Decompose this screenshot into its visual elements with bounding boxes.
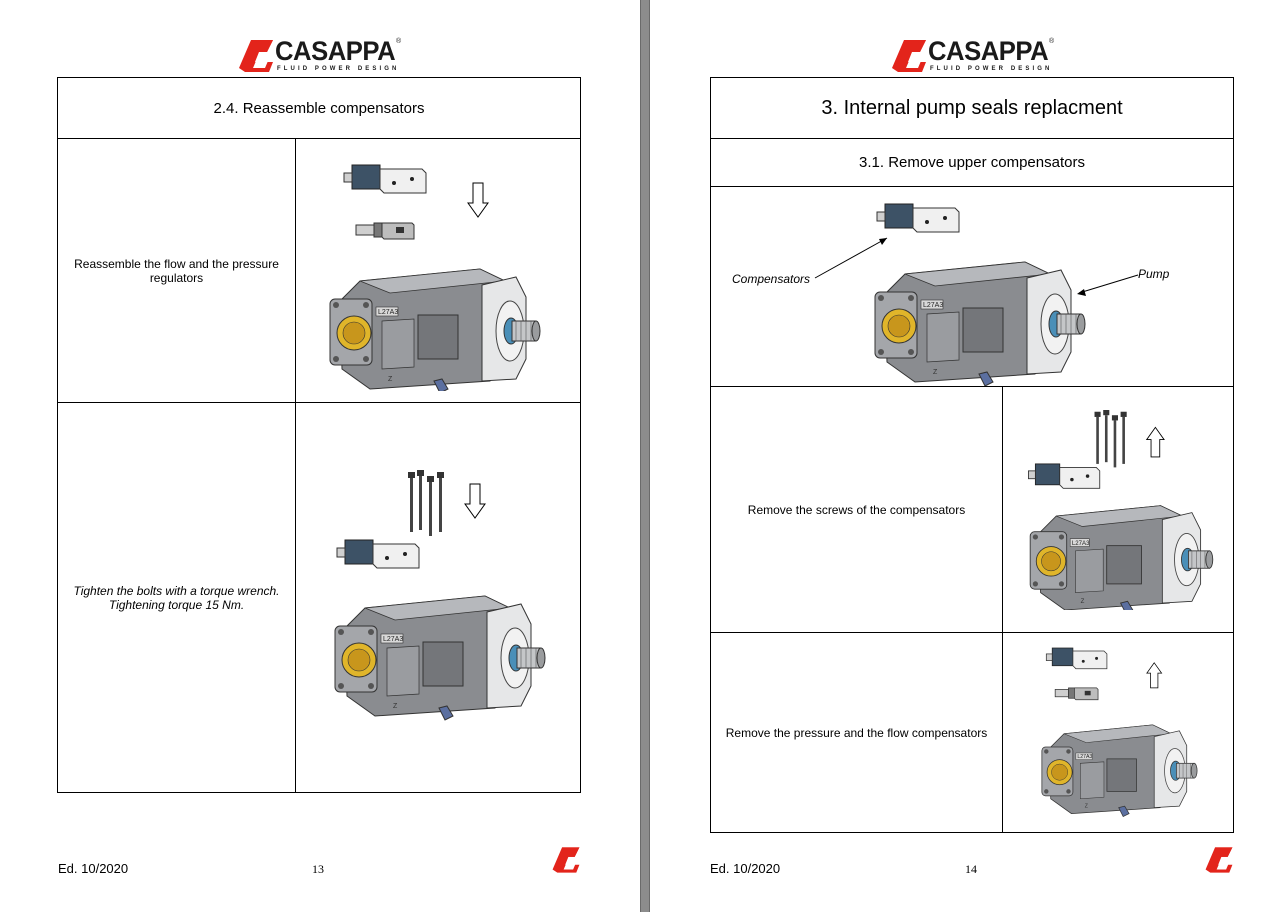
overview-cell: Compensators Pump bbox=[710, 186, 1234, 387]
pump-label: Pump bbox=[1138, 266, 1170, 281]
compensators-label: Compensators bbox=[732, 271, 811, 286]
section-title: 2.4. Reassemble compensators bbox=[57, 77, 581, 139]
casappa-logo: CASAPPA ® FLUID POWER DESIGN bbox=[237, 36, 407, 76]
step-description: Reassemble the flow and the pressure reg… bbox=[57, 138, 296, 403]
step-image bbox=[1002, 386, 1234, 633]
step-description: Tighten the bolts with a torque wrench. … bbox=[57, 402, 296, 793]
page-divider bbox=[640, 0, 650, 912]
footer-edition: Ed. 10/2020 bbox=[710, 861, 781, 876]
pump-bolts-tightening-image bbox=[334, 469, 546, 720]
step-description: Remove the screws of the compensators bbox=[710, 386, 1003, 633]
instruction-table: 2.4. Reassemble compensators Reassemble … bbox=[57, 77, 581, 793]
page-14: CASAPPA ® FLUID POWER DESIGN 3. Internal… bbox=[650, 0, 1288, 912]
logo-registered: ® bbox=[1049, 38, 1055, 45]
pump-compensators-removal-image bbox=[1041, 647, 1198, 817]
section-title: 3.1. Remove upper compensators bbox=[710, 138, 1234, 187]
page-number: 13 bbox=[312, 862, 324, 876]
logo-wordmark: CASAPPA bbox=[928, 36, 1049, 66]
step-description: Remove the pressure and the flow compens… bbox=[710, 632, 1003, 833]
logo-tagline: FLUID POWER DESIGN bbox=[277, 66, 400, 72]
casappa-logo-mark-icon bbox=[239, 40, 273, 72]
instruction-table: 3. Internal pump seals replacment 3.1. R… bbox=[710, 77, 1234, 833]
casappa-logo: CASAPPA ® FLUID POWER DESIGN bbox=[890, 36, 1060, 76]
pump-compensators-reassembly-image bbox=[329, 164, 541, 391]
callout-arrows bbox=[814, 237, 1139, 296]
logo-registered: ® bbox=[396, 38, 402, 45]
page-13: CASAPPA ® FLUID POWER DESIGN 2.4. Reasse… bbox=[0, 0, 640, 912]
casappa-footer-logo-icon bbox=[552, 847, 580, 873]
page-number: 14 bbox=[965, 862, 977, 876]
casappa-logo-mark-icon bbox=[892, 40, 926, 72]
step-image bbox=[295, 138, 581, 403]
logo-wordmark: CASAPPA bbox=[275, 36, 396, 66]
step-image bbox=[1002, 632, 1234, 833]
casappa-footer-logo-icon bbox=[1205, 847, 1233, 873]
step-image bbox=[295, 402, 581, 793]
footer-edition: Ed. 10/2020 bbox=[58, 861, 129, 876]
pump-screws-removal-image bbox=[1028, 409, 1214, 610]
logo-tagline: FLUID POWER DESIGN bbox=[930, 66, 1053, 72]
chapter-title: 3. Internal pump seals replacment bbox=[710, 77, 1234, 139]
